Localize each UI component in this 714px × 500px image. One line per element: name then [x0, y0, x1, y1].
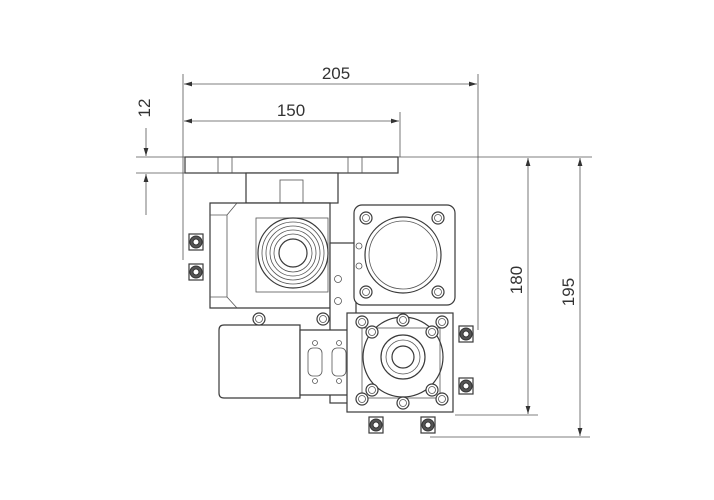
lens-rings	[257, 217, 329, 289]
upper-right-housing	[353, 204, 456, 306]
dim-label-12: 12	[135, 99, 154, 118]
left-gearbox	[188, 202, 331, 309]
dimension-lines: 205 150 12 180 195	[135, 64, 592, 438]
dim-height-195: 195	[430, 158, 590, 438]
connector-plate	[299, 329, 351, 396]
motor	[218, 312, 330, 399]
dim-plate-thickness: 12	[135, 99, 185, 215]
lower-right-housing	[346, 312, 474, 434]
mounting-plate	[184, 156, 399, 174]
dim-overall-width: 205	[182, 64, 479, 330]
dim-label-195: 195	[559, 278, 578, 306]
dim-label-180: 180	[507, 266, 526, 294]
dim-label-205: 205	[322, 64, 350, 83]
dim-height-180: 180	[398, 156, 592, 416]
dim-label-150: 150	[277, 101, 305, 120]
assembly-drawing	[184, 156, 474, 434]
dim-plate-width: 150	[184, 101, 401, 157]
column	[245, 172, 339, 204]
